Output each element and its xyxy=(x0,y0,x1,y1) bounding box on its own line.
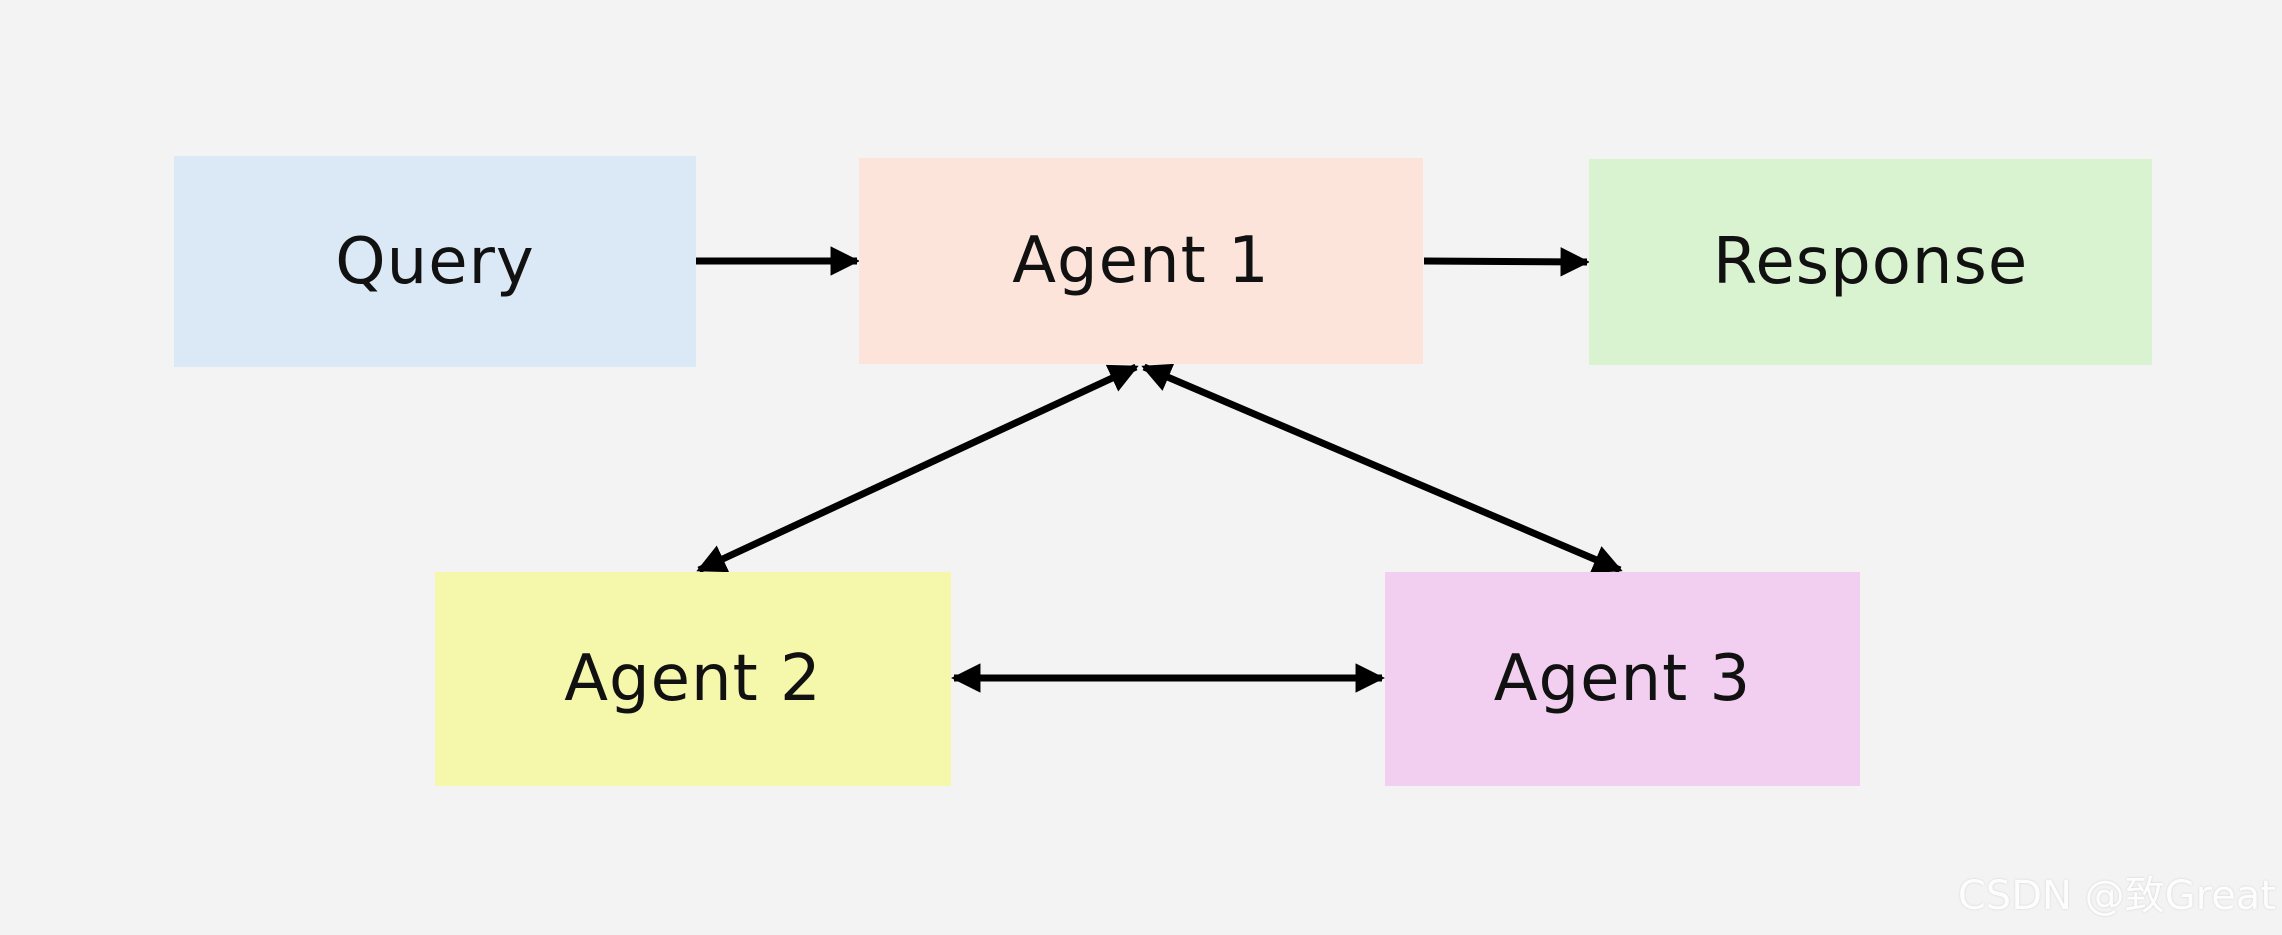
edge-agent1-agent3 xyxy=(1141,363,1623,574)
edge-agent1-agent2 xyxy=(696,363,1139,574)
agent-3-label: Agent 3 xyxy=(1493,642,1752,716)
response-label: Response xyxy=(1712,225,2029,299)
agent-2-node: Agent 2 xyxy=(435,572,951,786)
agent-1-node: Agent 1 xyxy=(859,158,1423,364)
response-node: Response xyxy=(1589,159,2152,365)
agent-1-label: Agent 1 xyxy=(1012,224,1270,298)
agent-3-node: Agent 3 xyxy=(1385,572,1860,786)
watermark: CSDN @致Great xyxy=(1957,873,2276,919)
query-label: Query xyxy=(335,224,535,299)
query-node: Query xyxy=(174,156,696,367)
edge-agent1-response xyxy=(1423,247,1590,277)
agent-2-label: Agent 2 xyxy=(564,642,822,716)
